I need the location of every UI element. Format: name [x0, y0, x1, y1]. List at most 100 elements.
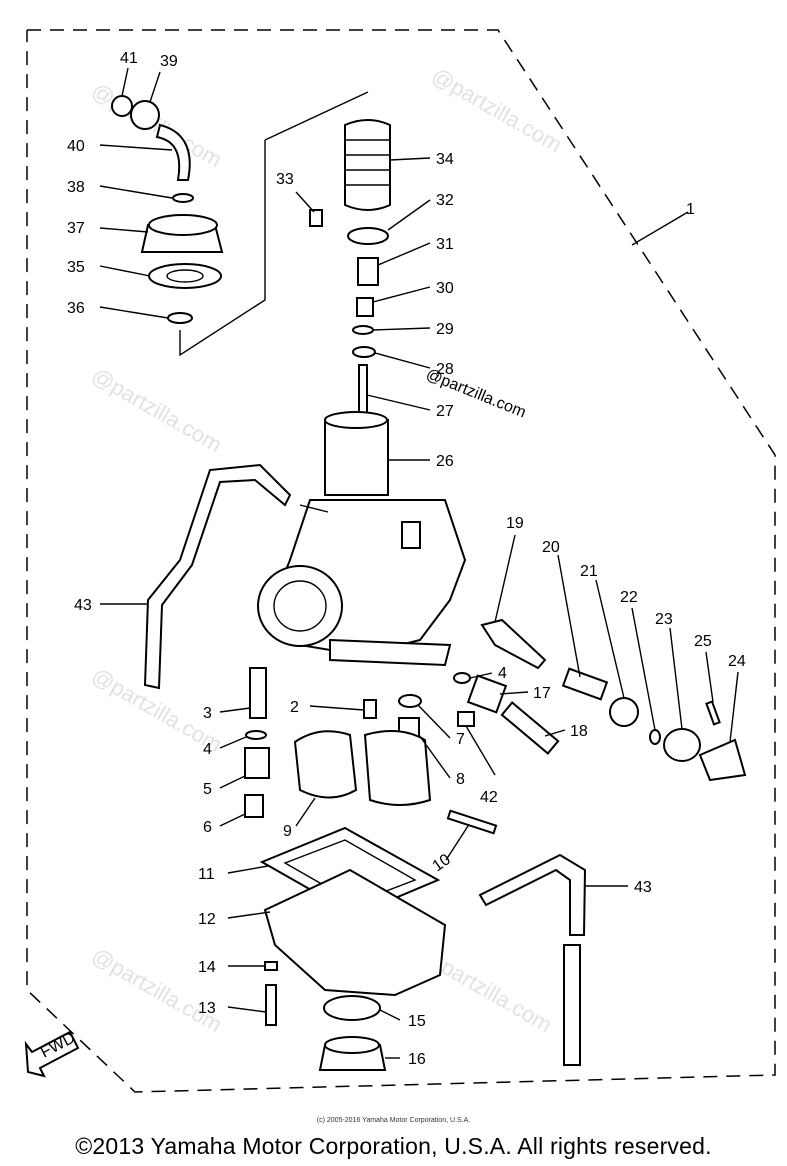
- part-31: [357, 257, 379, 286]
- callout-23: 23: [655, 611, 673, 628]
- leader-38: [99, 185, 173, 199]
- callout-38: 38: [67, 179, 85, 196]
- part-43-upper: [143, 463, 292, 690]
- part-43-lower-tube: [563, 944, 581, 1066]
- callout-43-right: 43: [634, 879, 652, 896]
- carb-nipple: [299, 504, 329, 513]
- leader-lines: [99, 67, 739, 1059]
- callout-42: 42: [480, 789, 498, 806]
- part-14: [264, 961, 278, 971]
- callout-35: 35: [67, 259, 85, 276]
- fwd-arrow: FWD: [24, 1029, 80, 1078]
- part-39: [130, 100, 160, 130]
- float-bowl-group: [259, 826, 447, 1071]
- callout-37: 37: [67, 220, 85, 237]
- inset-bracket: [264, 91, 369, 141]
- callout-19: 19: [506, 515, 524, 532]
- callout-5: 5: [203, 781, 212, 798]
- callout-4-left: 4: [203, 741, 212, 758]
- part-26: [324, 419, 389, 496]
- leader-28: [374, 352, 431, 369]
- callout-43-left: 43: [74, 597, 92, 614]
- part-35: [148, 263, 222, 289]
- watermark-text: @partzilla.com: [88, 363, 227, 458]
- leader-36: [99, 306, 169, 319]
- part-30: [356, 297, 374, 317]
- part-3: [249, 667, 267, 719]
- leader-39: [149, 71, 161, 103]
- part-4-left: [245, 730, 267, 740]
- leader-3: [219, 707, 251, 713]
- part-20: [561, 667, 609, 701]
- part-24: [698, 738, 747, 782]
- callout-41: 41: [120, 50, 138, 67]
- leader-7: [417, 704, 451, 739]
- callout-labels: 1 2 3 4 4 5 6 7 8 9 10 11 12 13 14 15 16…: [67, 50, 746, 1068]
- callout-10: 10: [430, 851, 454, 875]
- leader-32: [387, 199, 431, 231]
- leader-29: [372, 327, 431, 331]
- leader-13: [227, 1006, 267, 1013]
- leader-40: [99, 144, 173, 151]
- leader-line-1: [631, 211, 689, 246]
- inset-bracket: [179, 140, 266, 357]
- callout-32: 32: [436, 192, 454, 209]
- callout-20: 20: [542, 539, 560, 556]
- leader-12: [227, 911, 271, 919]
- part-40: [155, 123, 191, 181]
- part-7: [398, 694, 422, 708]
- callout-25: 25: [694, 633, 712, 650]
- leader-15: [379, 1009, 401, 1021]
- callout-14: 14: [198, 959, 216, 976]
- carb-fitting: [401, 521, 421, 549]
- part-10: [446, 809, 498, 835]
- part-28: [352, 346, 376, 358]
- leader-25: [705, 651, 714, 703]
- callout-9: 9: [283, 823, 292, 840]
- part-33: [309, 209, 323, 227]
- callout-4-right: 4: [498, 665, 507, 682]
- watermark-text: @partzilla.com: [88, 943, 227, 1038]
- leader-8: [418, 734, 451, 779]
- leader-18: [544, 729, 566, 737]
- leader-11: [227, 865, 269, 874]
- leader-33: [295, 191, 315, 213]
- callout-27: 27: [436, 403, 454, 420]
- part-32: [347, 227, 389, 245]
- part-41: [111, 95, 133, 117]
- part-2: [363, 699, 377, 719]
- leader-17: [499, 691, 529, 695]
- part-5: [244, 747, 270, 779]
- part-17: [466, 674, 508, 714]
- part-13: [265, 984, 277, 1026]
- leader-22: [631, 607, 656, 731]
- callout-6: 6: [203, 819, 212, 836]
- part-9b: [363, 730, 432, 806]
- part-25: [705, 700, 721, 726]
- leader-6: [219, 813, 246, 827]
- callout-40: 40: [67, 138, 85, 155]
- watermark-text: @partzilla.com: [88, 78, 227, 173]
- callout-11: 11: [198, 866, 215, 883]
- watermark-text: @partzilla.com: [428, 63, 567, 158]
- callout-12: 12: [198, 911, 216, 928]
- callout-16: 16: [408, 1051, 426, 1068]
- leader-35: [99, 265, 151, 277]
- callout-7: 7: [456, 731, 465, 748]
- part-35-hole: [166, 269, 204, 283]
- leader-23: [669, 627, 683, 730]
- leader-4-right: [469, 672, 493, 679]
- leader-19: [494, 534, 516, 623]
- part-9a: [293, 730, 358, 799]
- leader-31: [377, 242, 431, 266]
- part-27: [358, 364, 368, 416]
- assembly-outline: [26, 29, 776, 1093]
- copyright-footer: ©2013 Yamaha Motor Corporation, U.S.A. A…: [75, 1133, 712, 1159]
- callout-26: 26: [436, 453, 454, 470]
- carb-intake: [257, 565, 343, 647]
- part-34: [344, 119, 391, 211]
- leader-21: [595, 579, 625, 699]
- callout-30: 30: [436, 280, 454, 297]
- leader-42: [465, 725, 496, 776]
- leader-9: [295, 797, 316, 827]
